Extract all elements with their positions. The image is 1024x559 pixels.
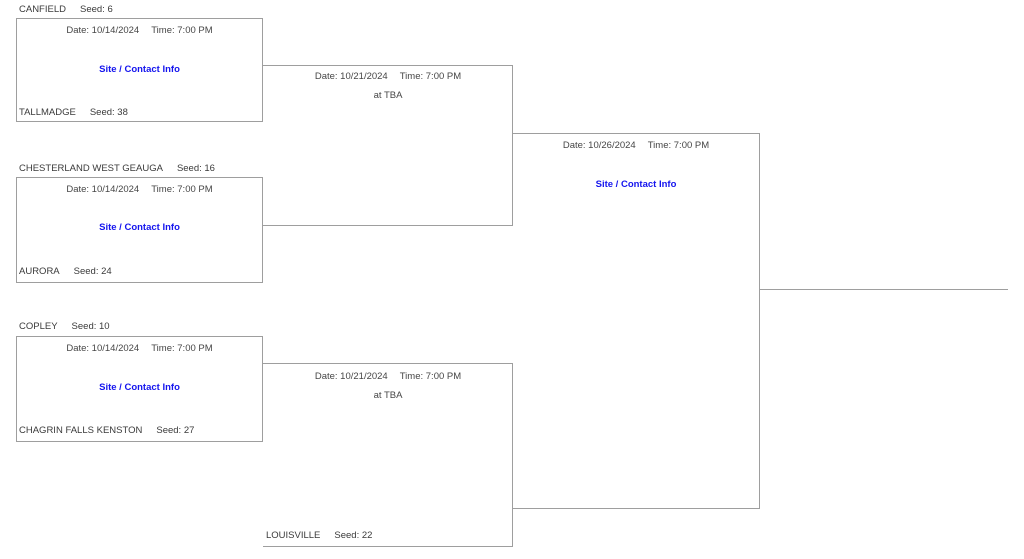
match-date: Date: 10/21/2024: [314, 71, 388, 82]
match-schedule: Date: 10/14/2024 Time: 7:00 PM: [16, 25, 263, 36]
champion-line: [760, 289, 1008, 290]
round2-match1-box: [263, 65, 513, 226]
match-schedule: Date: 10/26/2024 Time: 7:00 PM: [512, 140, 760, 151]
match-schedule: Date: 10/21/2024 Time: 7:00 PM: [263, 71, 513, 82]
team-slot-chesterland-west-geauga: CHESTERLAND WEST GEAUGA Seed: 16: [19, 163, 215, 174]
match-date: Date: 10/14/2024: [66, 25, 140, 36]
team-seed: Seed: 16: [176, 163, 215, 174]
team-name: TALLMADGE: [19, 107, 76, 118]
match-date: Date: 10/14/2024: [66, 184, 140, 195]
team-slot-copley: COPLEY Seed: 10: [19, 321, 110, 332]
team-slot-chagrin-falls-kenston: CHAGRIN FALLS KENSTON Seed: 27: [19, 425, 194, 436]
team-name: COPLEY: [19, 321, 58, 332]
team-slot-tallmadge: TALLMADGE Seed: 38: [19, 107, 128, 118]
team-name: AURORA: [19, 266, 60, 277]
match-schedule: Date: 10/21/2024 Time: 7:00 PM: [263, 371, 513, 382]
match-time: Time: 7:00 PM: [399, 71, 462, 82]
round3-match-box: [512, 133, 760, 509]
round1-match1-box: [16, 18, 263, 122]
site-contact-link[interactable]: Site / Contact Info: [99, 222, 180, 233]
team-seed: Seed: 10: [71, 321, 110, 332]
team-name: CANFIELD: [19, 4, 66, 15]
match-schedule: Date: 10/14/2024 Time: 7:00 PM: [16, 184, 263, 195]
team-slot-aurora: AURORA Seed: 24: [19, 266, 112, 277]
match-venue: at TBA: [373, 390, 403, 401]
team-seed: Seed: 24: [73, 266, 112, 277]
team-seed: Seed: 22: [334, 530, 373, 541]
team-name: CHAGRIN FALLS KENSTON: [19, 425, 143, 436]
match-time: Time: 7:00 PM: [399, 371, 462, 382]
match-schedule: Date: 10/14/2024 Time: 7:00 PM: [16, 343, 263, 354]
site-contact-link[interactable]: Site / Contact Info: [99, 64, 180, 75]
team-name: LOUISVILLE: [266, 530, 321, 541]
team-name: CHESTERLAND WEST GEAUGA: [19, 163, 163, 174]
team-slot-louisville: LOUISVILLE Seed: 22: [266, 530, 372, 541]
team-slot-canfield: CANFIELD Seed: 6: [19, 4, 113, 15]
match-time: Time: 7:00 PM: [647, 140, 710, 151]
site-contact-link[interactable]: Site / Contact Info: [99, 382, 180, 393]
match-time: Time: 7:00 PM: [151, 25, 213, 36]
match-time: Time: 7:00 PM: [151, 184, 213, 195]
round1-match3-box: [16, 336, 263, 442]
team-seed: Seed: 27: [156, 425, 195, 436]
match-date: Date: 10/14/2024: [66, 343, 140, 354]
match-date: Date: 10/26/2024: [562, 140, 636, 151]
match-time: Time: 7:00 PM: [151, 343, 213, 354]
team-seed: Seed: 38: [89, 107, 128, 118]
site-contact-link[interactable]: Site / Contact Info: [595, 179, 677, 190]
match-date: Date: 10/21/2024: [314, 371, 388, 382]
round2-match2-box: [263, 363, 513, 547]
match-venue: at TBA: [373, 90, 403, 101]
team-seed: Seed: 6: [79, 4, 113, 15]
round1-match2-box: [16, 177, 263, 283]
